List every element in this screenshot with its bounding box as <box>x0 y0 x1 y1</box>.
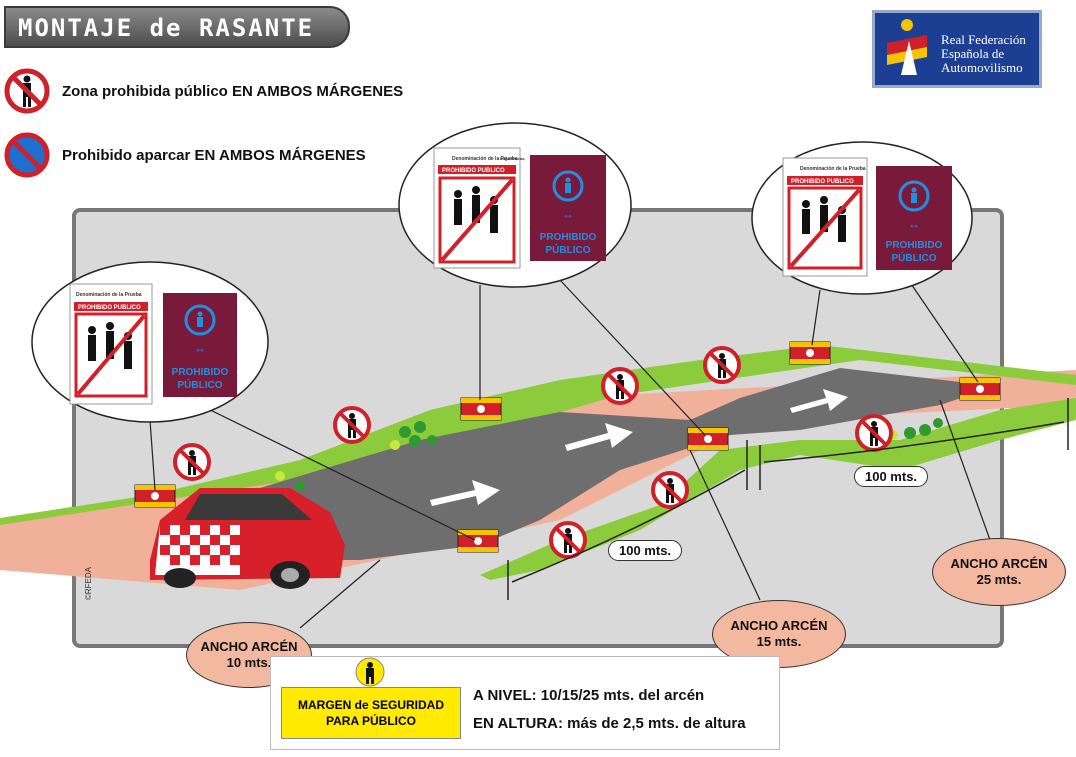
no-parking-icon <box>4 132 50 178</box>
pedestrian-icon <box>355 657 385 687</box>
legend-text: Prohibido aparcar EN AMBOS MÁRGENES <box>62 146 366 164</box>
sign-banner: PROHIBIDO PUBLICO <box>78 305 141 311</box>
no-pedestrian-icon <box>173 443 211 481</box>
sign-bubble-left: Denominación de la Prueba PROHIBIDO PUBL… <box>31 261 269 423</box>
callout-line-1: ANCHO ARCÉN <box>200 639 298 654</box>
federation-emblem-icon <box>887 19 927 75</box>
svg-text:↔: ↔ <box>194 341 206 355</box>
sign-header: Denominación de la Prueba <box>800 166 866 172</box>
no-pedestrian-icon <box>651 471 689 509</box>
no-pedestrian-icon <box>855 414 893 452</box>
callout-line-1: ANCHO ARCÉN <box>950 556 1048 571</box>
sign-blue-text-2: PÚBLICO <box>892 251 937 264</box>
arrow-icon <box>790 389 848 413</box>
logo-line-3: Automovilismo <box>941 60 1023 75</box>
callout-shoulder-25: ANCHO ARCÉN 25 mts. <box>932 538 1066 606</box>
arrow-icon <box>565 423 633 451</box>
safety-margin-box: MARGEN de SEGURIDAD PARA PÚBLICO <box>281 687 461 739</box>
sign-blue-text-1: PROHIBIDO <box>172 367 229 378</box>
no-pedestrian-icon <box>601 367 639 405</box>
sign-header: Denominación de la Prueba <box>452 156 518 162</box>
callout-line-1: ANCHO ARCÉN <box>730 618 828 633</box>
safety-line-level: A NIVEL: 10/15/25 mts. del arcén <box>473 687 705 704</box>
roadside-sign <box>457 529 499 553</box>
sign-logo-label: Logo Prueba <box>500 156 525 161</box>
roadside-sign <box>687 427 729 451</box>
rfeda-logo: Real Federación Española de Automovilism… <box>872 10 1042 88</box>
arrow-icon <box>430 480 500 506</box>
sign-bubble-middle: Denominación de la Prueba Logo Prueba PR… <box>398 122 632 288</box>
leader-lines <box>149 274 991 629</box>
svg-text:↔: ↔ <box>562 207 574 221</box>
copyright: ©RFEDA <box>84 566 93 600</box>
distance-label: 100 mts. <box>608 540 683 561</box>
sign-header: Denominación de la Prueba <box>76 292 142 298</box>
callout-line-2: 25 mts. <box>976 572 1022 587</box>
sign-blue-text-2: PÚBLICO <box>178 378 223 391</box>
no-pedestrian-icon <box>703 346 741 384</box>
logo-line-1: Real Federación <box>941 32 1026 47</box>
logo-line-2: Española de <box>941 46 1005 61</box>
sign-blue-text-1: PROHIBIDO <box>540 232 597 243</box>
callout-line-2: 15 mts. <box>756 634 802 649</box>
sign-bubble-right: Denominación de la Prueba PROHIBIDO PUBL… <box>751 141 973 295</box>
legend-text: Zona prohibida público EN AMBOS MÁRGENES <box>62 82 404 100</box>
distance-label: 100 mts. <box>854 466 929 487</box>
logo-text: Real Federación Española de Automovilism… <box>941 33 1026 75</box>
svg-text:↔: ↔ <box>908 217 920 231</box>
roadside-sign <box>789 341 831 365</box>
title-bar: MONTAJE de RASANTE <box>4 6 350 48</box>
road <box>220 368 1000 560</box>
safety-box-line-2: PARA PÚBLICO <box>326 714 416 728</box>
safety-box-line-1: MARGEN de SEGURIDAD <box>297 698 444 712</box>
safety-margin-panel: MARGEN de SEGURIDAD PARA PÚBLICO A NIVEL… <box>270 656 780 750</box>
sign-banner: PROHIBIDO PUBLICO <box>442 168 505 174</box>
legend-item-no-pedestrian: Zona prohibida público EN AMBOS MÁRGENES <box>4 68 403 114</box>
rally-car-icon <box>150 488 345 589</box>
bushes <box>275 418 943 491</box>
sign-blue-text-1: PROHIBIDO <box>886 240 943 251</box>
legend-item-no-parking: Prohibido aparcar EN AMBOS MÁRGENES <box>4 132 366 178</box>
no-pedestrian-icon <box>333 406 371 444</box>
callout-line-2: 10 mts. <box>226 655 272 670</box>
safety-line-height: EN ALTURA: más de 2,5 mts. de altura <box>473 715 746 732</box>
sign-banner: PROHIBIDO PUBLICO <box>791 179 854 185</box>
no-pedestrian-icon <box>549 521 587 559</box>
roadside-sign <box>460 397 502 421</box>
roadside-sign <box>959 377 1001 401</box>
distance-markers <box>507 398 1069 600</box>
grass-far-side <box>0 345 1076 525</box>
no-pedestrian-icon <box>4 68 50 114</box>
sign-blue-text-2: PÚBLICO <box>546 243 591 256</box>
page-title: MONTAJE de RASANTE <box>18 14 315 42</box>
